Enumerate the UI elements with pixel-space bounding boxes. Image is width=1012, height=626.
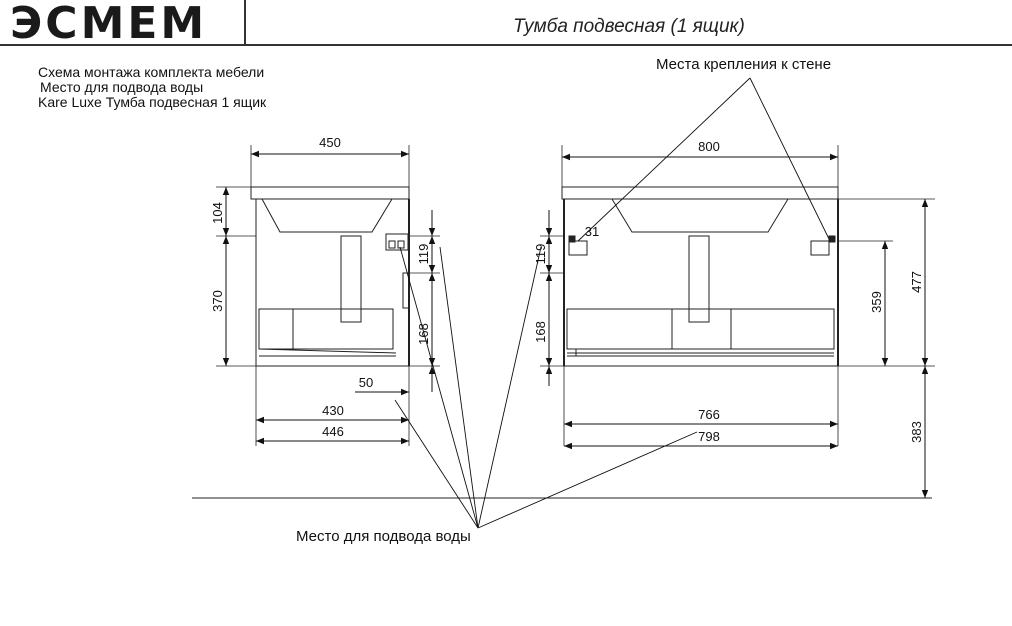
side-drawer — [258, 308, 394, 350]
side-drain-pipe — [340, 235, 362, 323]
wall-bracket-right — [810, 240, 830, 256]
brand-logo-graphic: ЭСМЕМ — [10, 0, 207, 49]
dim-side-body-height: 370 — [210, 290, 225, 312]
water-supply-label: Место для подвода воды — [296, 528, 471, 545]
side-view — [250, 186, 410, 367]
front-basin — [611, 198, 789, 233]
brand-logo-text: ЭСМЕМ — [10, 0, 207, 44]
front-view — [561, 186, 839, 367]
note-line: Схема монтажа комплекта мебели — [38, 64, 265, 80]
side-water-connector — [385, 233, 409, 251]
dim-side-top-height: 104 — [210, 202, 225, 224]
note-line: Kare Luxe Тумба подвесная 1 ящик — [38, 94, 267, 110]
dim-front-inner-upper: 119 — [533, 244, 548, 265]
wall-bracket-left — [568, 240, 588, 256]
dim-front-bracket-offset: 31 — [585, 224, 599, 239]
dim-front-inner-lower: 168 — [533, 321, 548, 343]
note-line: Место для подвода воды — [40, 79, 204, 95]
dim-floor-clearance: 383 — [909, 421, 924, 443]
dim-side-inner-upper: 119 — [416, 244, 431, 265]
side-basin — [261, 198, 393, 233]
dim-front-total-height: 477 — [909, 271, 924, 293]
dim-side-width: 450 — [319, 135, 341, 150]
extension-lines — [216, 145, 935, 446]
front-cabinet-body — [563, 198, 839, 367]
front-drawer — [566, 308, 835, 350]
dimension-lines — [222, 150, 929, 498]
brand-logo: ЭСМЕМ — [8, 0, 240, 49]
dim-front-width: 800 — [698, 139, 720, 154]
leader-lines — [394, 77, 831, 529]
dim-side-offset: 50 — [359, 375, 373, 390]
dim-side-inner-lower: 168 — [416, 323, 431, 345]
dim-front-inner-width: 766 — [698, 407, 720, 422]
side-countertop — [250, 186, 410, 200]
header-rule — [0, 44, 1012, 46]
dim-front-outer-width: 798 — [698, 429, 720, 444]
wall-mount-label: Места крепления к стене — [656, 56, 832, 73]
notes-block: Схема монтажа комплекта мебели Место для… — [38, 65, 266, 110]
page-title: Тумба подвесная (1 ящик) — [513, 16, 745, 37]
dim-front-mount-height: 359 — [869, 291, 884, 313]
dimension-labels: 450 104 370 119 168 50 430 446 800 119 1… — [210, 135, 924, 444]
side-cabinet-body — [255, 198, 410, 367]
dim-side-depth-inner: 430 — [322, 403, 344, 418]
dim-side-depth-outer: 446 — [322, 424, 344, 439]
front-drain-pipe — [688, 235, 710, 323]
header-separator — [244, 0, 246, 46]
front-countertop — [561, 186, 839, 200]
